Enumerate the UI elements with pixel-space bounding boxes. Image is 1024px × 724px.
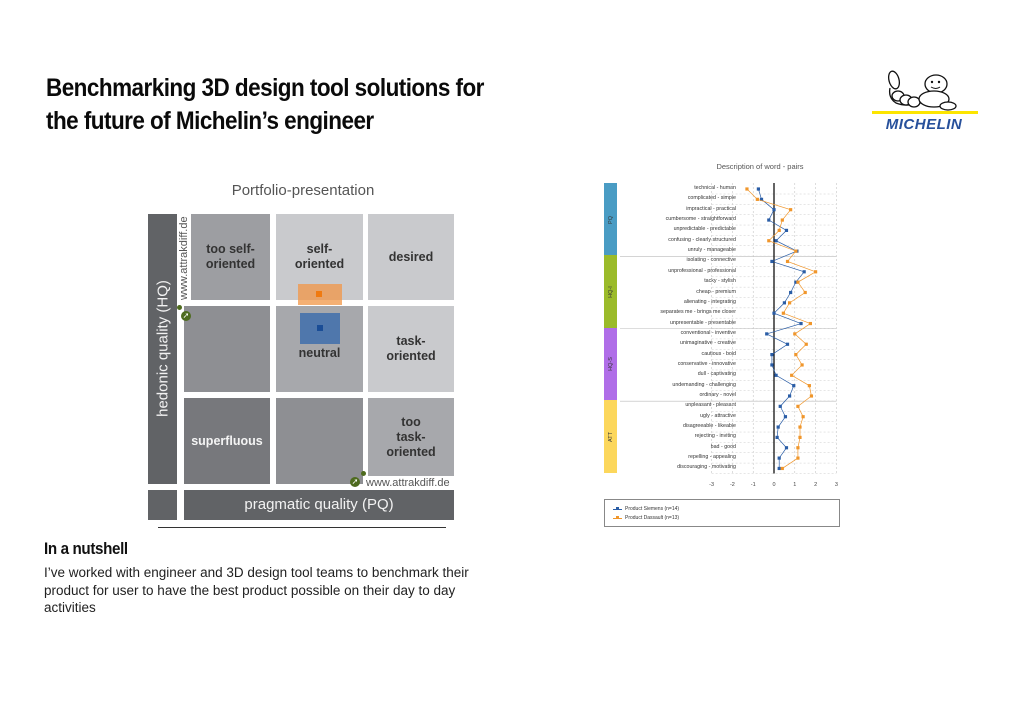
legend-item-dassault: Product Dassault (n=13)	[613, 515, 679, 521]
word-pair-label: unpresentable - presentable	[670, 319, 736, 326]
logo-wordmark: MICHELIN	[885, 116, 963, 133]
hq-axis-label: hedonic quality (HQ)	[154, 280, 172, 417]
word-pair-label: ordinary - novel	[699, 392, 736, 398]
title-line-2: the future of Michelin’s engineer	[46, 107, 374, 135]
hq-axis-bar: hedonic quality (HQ)	[148, 214, 177, 484]
bibendum-icon	[887, 70, 957, 111]
pq-axis-label: pragmatic quality (PQ)	[184, 490, 454, 520]
group-band-hq-s: HQ-S	[604, 327, 617, 401]
word-pair-label: discouraging - motivating	[677, 464, 736, 471]
cell-self-oriented: self-oriented	[276, 214, 363, 300]
portfolio-matrix: hedonic quality (HQ) www.attrakdiff.de t…	[148, 214, 454, 522]
attrakdiff-arrow-icon-left: ➚	[181, 311, 191, 321]
word-pair-label: complicated - simple	[687, 195, 736, 202]
word-pair-label: technical - human	[694, 185, 736, 191]
cell-desired: desired	[368, 214, 454, 300]
dassault-point	[316, 291, 322, 297]
michelin-logo: MICHELIN	[868, 66, 980, 134]
word-pair-label: dull - captivating	[697, 371, 736, 378]
legend-swatch-siemens	[613, 507, 622, 510]
group-band-hq-i: HQ-I	[604, 255, 617, 329]
word-pair-label: disagreeable - likeable	[682, 423, 736, 430]
cell-task-oriented: task-oriented	[368, 306, 454, 392]
siemens-point	[317, 325, 323, 331]
watermark-horizontal: www.attrakdiff.de	[366, 477, 450, 489]
word-pair-label: tacky - stylish	[704, 278, 736, 285]
group-band-att: ATT	[604, 400, 617, 474]
word-pair-label: separates me - brings me closer	[660, 309, 736, 316]
word-pair-label: cautious - bold	[701, 350, 736, 357]
word-pair-label: isolating - connective	[686, 257, 736, 264]
word-pair-label: bad - good	[710, 443, 736, 450]
cell-too-self-oriented: too self-oriented	[191, 214, 270, 300]
legend-item-siemens: Product Siemens (n=14)	[613, 506, 679, 512]
marker-dot-bottom	[361, 471, 366, 476]
word-pair-label: undemanding - challenging	[672, 381, 736, 388]
x-tick-label: 3	[834, 482, 838, 488]
word-pair-label: unprofessional - professional	[668, 267, 736, 274]
cell-superfluous: superfluous	[184, 398, 270, 484]
chart-plot-area	[620, 183, 837, 474]
logo-yellow-bar	[872, 111, 978, 114]
nutshell-body: I’ve worked with engineer and 3D design …	[44, 565, 469, 615]
legend-swatch-dassault	[613, 516, 622, 519]
nutshell-heading: In a nutshell	[44, 540, 128, 558]
chart-legend: Product Siemens (n=14) Product Dassault …	[604, 499, 840, 527]
word-pair-label: cheap - premium	[696, 288, 736, 295]
x-tick-label: 2	[814, 482, 818, 488]
cell-empty-mid-left	[184, 306, 270, 392]
x-tick-label: -2	[729, 482, 735, 488]
word-pair-label: unpredictable - predictable	[673, 226, 736, 233]
watermark-vertical: www.attrakdiff.de	[178, 216, 190, 300]
attrakdiff-arrow-icon-bottom: ➚	[350, 477, 360, 487]
marker-dot-left	[177, 305, 182, 310]
word-pair-label: unimaginative - creative	[680, 340, 736, 347]
x-tick-label: -3	[709, 482, 715, 488]
x-tick-label: -1	[750, 482, 756, 488]
cell-empty-bottom-mid	[276, 398, 363, 484]
word-pair-label: repelling - appealing	[688, 454, 736, 461]
x-tick-label: 0	[772, 482, 776, 488]
word-pair-label: conventional - inventive	[680, 329, 736, 336]
divider-rule	[158, 527, 446, 528]
word-pair-label: impractical - practical	[686, 205, 736, 212]
word-pair-label: unruly - manageable	[687, 247, 736, 254]
page-title: Benchmarking 3D design tool solutions fo…	[46, 72, 484, 138]
x-tick-label: 1	[793, 482, 797, 488]
word-pair-label: alienating - integrating	[683, 298, 736, 305]
word-pair-label: ugly - attractive	[700, 412, 736, 419]
axis-corner	[148, 490, 177, 520]
chart-title: Description of word - pairs	[716, 162, 804, 171]
word-pair-label: rejecting - inviting	[694, 433, 736, 440]
group-band-pq: PQ	[604, 183, 617, 257]
word-pair-label: cumbersome - straightforward	[665, 216, 736, 223]
word-pair-label: unpleasant - pleasant	[685, 402, 736, 409]
cell-too-task-oriented: too task-oriented	[368, 398, 454, 476]
portfolio-title: Portfolio-presentation	[231, 182, 375, 199]
word-pair-label: conservative - innovative	[677, 360, 736, 367]
word-pair-label: confusing - clearly structured	[668, 236, 736, 243]
title-line-1: Benchmarking 3D design tool solutions fo…	[46, 74, 484, 102]
